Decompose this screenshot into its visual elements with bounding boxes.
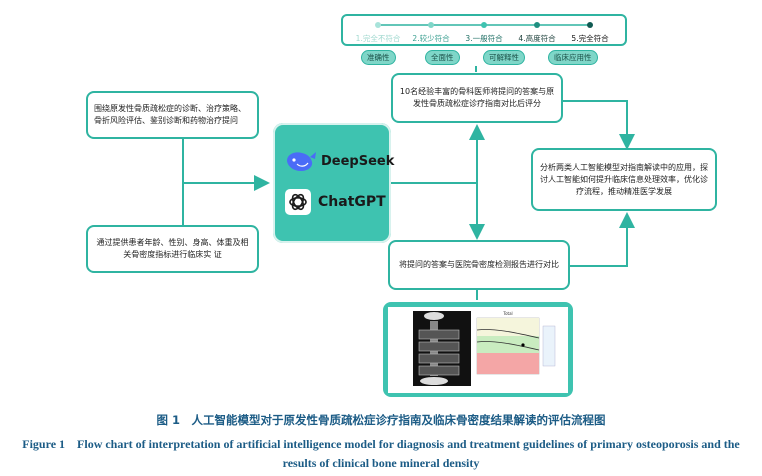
- scale-dot-3: [481, 22, 487, 28]
- scale-label-2: 2.较少符合: [412, 34, 450, 43]
- scale-label-4: 4.高度符合: [518, 34, 556, 43]
- criteria-comprehensiveness: 全面性: [425, 50, 460, 65]
- chatgpt-label: ChatGPT: [318, 194, 386, 210]
- analysis-box: 分析两类人工智能模型对指南解读中的应用，探讨人工智能如何提升临床信息处理效率，优…: [531, 148, 717, 211]
- scale-dot-4: [534, 22, 540, 28]
- bone-density-report: Total: [383, 302, 573, 397]
- arrow-eval-to-analysis: [561, 100, 635, 150]
- caption-english: Figure 1 Flow chart of interpretation of…: [22, 437, 740, 470]
- guideline-questions-box: 围绕原发性骨质疏松症的诊断、治疗策略、骨折风险评估、鉴别诊断和药物治疗提问: [86, 91, 259, 139]
- criteria-clinical-applicability: 临床应用性: [548, 50, 598, 65]
- report-chart-title: Total: [502, 311, 512, 316]
- chatgpt-brand: ChatGPT: [285, 189, 386, 215]
- patient-questions-text: 通过提供患者年龄、性别、身高、体重及相关骨密度指标进行临床实 证: [96, 238, 249, 259]
- rating-scale: 1.完全不符合 2.较少符合 3.一般符合 4.高度符合 5.完全符合: [341, 14, 627, 46]
- comparison-box: 将提问的答案与医院骨密度检测报告进行对比: [388, 240, 570, 290]
- comparison-text: 将提问的答案与医院骨密度检测报告进行对比: [399, 260, 559, 269]
- scale-dot-1: [375, 22, 381, 28]
- deepseek-brand: DeepSeek: [285, 149, 394, 173]
- ai-models-panel: DeepSeek ChatGPT: [273, 123, 394, 243]
- evaluation-text: 10名经验丰富的骨科医师将提问的答案与原发性骨质疏松症诊疗指南对比后评分: [399, 87, 555, 108]
- report-image: Total: [388, 307, 568, 393]
- scale-dot-5: [587, 22, 593, 28]
- analysis-text: 分析两类人工智能模型对指南解读中的应用，探讨人工智能如何提升临床信息处理效率，优…: [540, 162, 708, 196]
- whale-icon: [287, 152, 316, 171]
- guideline-questions-text: 围绕原发性骨质疏松症的诊断、治疗策略、骨折风险评估、鉴别诊断和药物治疗提问: [94, 104, 246, 125]
- caption-chinese: 图 1 人工智能模型对于原发性骨质疏松症诊疗指南及临床骨密度结果解读的评估流程图: [156, 413, 606, 427]
- criteria-interpretability: 可解释性: [483, 50, 525, 65]
- scale-label-1: 1.完全不符合: [355, 34, 401, 43]
- openai-icon: [285, 189, 311, 215]
- arrow-comparison-to-analysis: [570, 212, 635, 267]
- criteria-accuracy: 准确性: [361, 50, 396, 65]
- arrow-guidelines-to-ai: [182, 138, 270, 191]
- evaluation-box: 10名经验丰富的骨科医师将提问的答案与原发性骨质疏松症诊疗指南对比后评分: [391, 73, 563, 123]
- scale-dot-2: [428, 22, 434, 28]
- patient-questions-box: 通过提供患者年龄、性别、身高、体重及相关骨密度指标进行临床实 证: [86, 225, 259, 273]
- deepseek-label: DeepSeek: [321, 153, 395, 169]
- scale-label-5: 5.完全符合: [571, 34, 609, 43]
- scale-label-3: 3.一般符合: [465, 34, 503, 43]
